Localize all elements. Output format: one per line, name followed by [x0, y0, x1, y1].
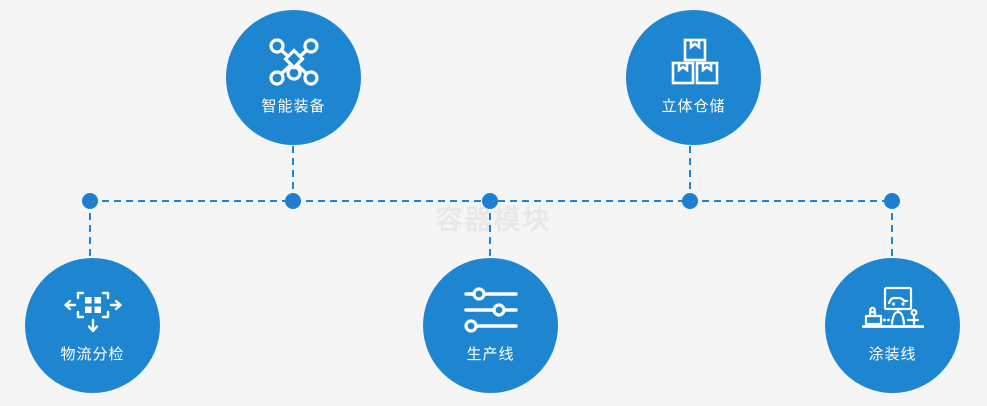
sorting-arrows-icon [62, 285, 124, 335]
network-nodes-icon [263, 37, 325, 87]
node-smart-equipment[interactable]: 智能装备 [226, 10, 361, 145]
node-stereo-warehouse[interactable]: 立体仓储 [626, 10, 761, 145]
node-painting-line[interactable]: 涂装线 [825, 258, 960, 393]
node-logistics-sorting[interactable]: 物流分检 [25, 258, 160, 393]
paint-booth-icon [861, 285, 924, 335]
node-label: 立体仓储 [661, 97, 726, 115]
node-label: 智能装备 [261, 97, 326, 115]
sliders-icon [460, 285, 522, 335]
stacked-boxes-icon [663, 37, 725, 87]
node-label: 生产线 [466, 345, 515, 363]
node-production-line[interactable]: 生产线 [423, 258, 558, 393]
node-label: 物流分检 [60, 345, 125, 363]
watermark-text: 容器模块 [435, 205, 552, 236]
node-label: 涂装线 [868, 345, 917, 363]
